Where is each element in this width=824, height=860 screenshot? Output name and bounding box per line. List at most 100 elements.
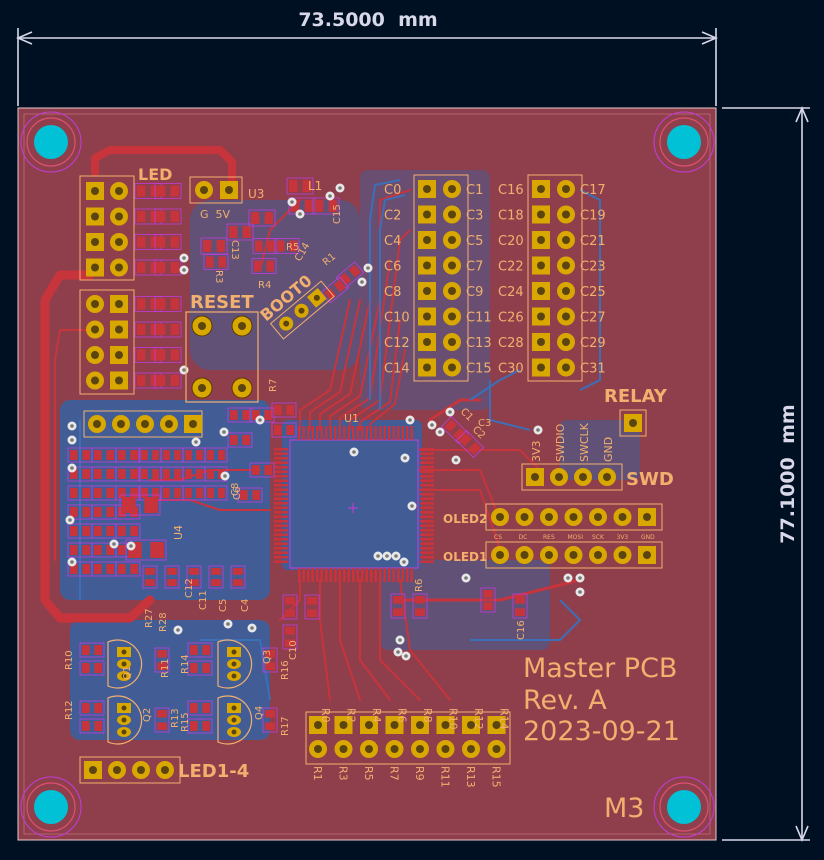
relay-connector[interactable] — [619, 409, 647, 437]
smd-part[interactable] — [227, 432, 253, 448]
transistors[interactable] — [107, 639, 253, 745]
smd-part[interactable] — [237, 487, 263, 503]
header-left-pin[interactable] — [443, 282, 461, 300]
smd-part[interactable] — [115, 466, 141, 482]
boot0-jumper[interactable] — [269, 280, 335, 340]
header-right-pin[interactable] — [532, 205, 550, 224]
smd-part[interactable] — [154, 707, 170, 733]
smd-part[interactable] — [203, 254, 229, 270]
resistor-header-pin[interactable] — [309, 740, 327, 758]
smd-part[interactable] — [455, 429, 485, 459]
transistor-q4[interactable] — [217, 695, 253, 745]
smd-part[interactable] — [186, 565, 202, 589]
smd-part[interactable] — [79, 660, 105, 676]
header-left-pin[interactable] — [418, 358, 436, 377]
resistor-header-pin[interactable] — [411, 740, 429, 758]
oled2-connector[interactable] — [485, 503, 663, 531]
oled1-pin[interactable] — [491, 546, 509, 564]
smd-part[interactable] — [79, 718, 105, 734]
header-left-pin[interactable] — [418, 282, 436, 300]
led-header-pin[interactable] — [86, 233, 104, 251]
smd-part[interactable] — [200, 237, 228, 255]
ldr-header-pin[interactable] — [86, 371, 104, 390]
resistor-header-pin[interactable] — [436, 740, 455, 758]
sensor-header-pin[interactable] — [160, 415, 178, 433]
header-left-pin[interactable] — [418, 205, 436, 224]
oled2-pin[interactable] — [515, 508, 534, 526]
oled1-connector[interactable] — [485, 541, 663, 569]
smd-part[interactable] — [480, 587, 496, 613]
header-right-pin[interactable] — [557, 231, 575, 249]
transistor-q1[interactable] — [107, 639, 143, 689]
smd-part[interactable] — [142, 565, 158, 589]
oled2-pin[interactable] — [491, 508, 509, 526]
smd-part[interactable] — [204, 447, 228, 463]
smd-part[interactable] — [164, 565, 180, 589]
smd-part[interactable] — [154, 234, 182, 250]
oled1-pin[interactable] — [589, 546, 607, 564]
led-header-pin[interactable] — [86, 182, 104, 200]
smd-part[interactable] — [154, 183, 182, 199]
smd-part[interactable] — [204, 485, 228, 501]
ldr-header-pin[interactable] — [110, 371, 128, 390]
smd-part[interactable] — [271, 402, 297, 418]
resistor-header-pin[interactable] — [411, 716, 429, 734]
led14-connector[interactable] — [79, 756, 181, 784]
led-header-pin[interactable] — [86, 258, 104, 277]
smd-part[interactable] — [412, 593, 428, 619]
smd-part[interactable] — [115, 523, 141, 539]
smd-part[interactable] — [286, 177, 314, 195]
smd-part[interactable] — [79, 700, 105, 716]
header-right-pin[interactable] — [557, 307, 575, 326]
header-right-pin[interactable] — [557, 358, 575, 377]
header-left-pin[interactable] — [443, 180, 461, 198]
smd-part[interactable] — [390, 593, 406, 619]
sensor-header-pin[interactable] — [112, 415, 130, 433]
ldr-header-pin[interactable] — [86, 295, 104, 313]
header-left-pin[interactable] — [418, 333, 436, 351]
header-right-pin[interactable] — [557, 205, 575, 224]
oled2-pin[interactable] — [638, 508, 656, 526]
resistor-header-pin[interactable] — [487, 716, 506, 734]
smd-part[interactable] — [208, 565, 224, 589]
header-left-pin[interactable] — [443, 333, 461, 351]
header-right-pin[interactable] — [557, 333, 575, 351]
resistor-header-pin[interactable] — [360, 740, 378, 758]
smd-part[interactable] — [154, 321, 182, 338]
smd-part[interactable] — [115, 447, 141, 463]
header-right-pin[interactable] — [557, 282, 575, 300]
smd-part[interactable] — [154, 296, 182, 312]
pin-headers[interactable] — [79, 174, 583, 765]
transistor-q3[interactable] — [217, 639, 253, 689]
smd-part[interactable] — [154, 647, 170, 673]
mounting-hole-top-right[interactable] — [653, 111, 715, 173]
header-right-pin[interactable] — [532, 256, 550, 275]
oled2-pin[interactable] — [613, 508, 632, 526]
smd-part[interactable] — [226, 223, 254, 241]
smd-part[interactable] — [154, 372, 182, 389]
oled2-pin[interactable] — [564, 508, 583, 526]
resistor-header-pin[interactable] — [487, 740, 506, 758]
ldr-header-pin[interactable] — [110, 320, 128, 339]
oled1-pin[interactable] — [540, 546, 558, 564]
resistor-header-pin[interactable] — [309, 716, 327, 734]
smd-part[interactable] — [282, 594, 298, 620]
header-right-pin[interactable] — [532, 282, 550, 300]
smd-part[interactable] — [512, 593, 528, 619]
smd-part[interactable] — [248, 209, 276, 227]
ldr-header-pin[interactable] — [110, 295, 128, 313]
header-left-pin[interactable] — [443, 256, 461, 275]
header-left-pin[interactable] — [418, 231, 436, 249]
header-left-pin[interactable] — [418, 307, 436, 326]
resistor-header-pin[interactable] — [436, 716, 455, 734]
smd-part[interactable] — [154, 347, 182, 363]
header-left-pin[interactable] — [418, 180, 436, 198]
transistor-q2[interactable] — [107, 695, 143, 745]
header-left-pin[interactable] — [443, 205, 461, 224]
resistor-header-pin[interactable] — [385, 716, 404, 734]
smd-part[interactable] — [271, 422, 297, 438]
header-left-pin[interactable] — [443, 231, 461, 249]
oled1-pin[interactable] — [515, 546, 534, 564]
